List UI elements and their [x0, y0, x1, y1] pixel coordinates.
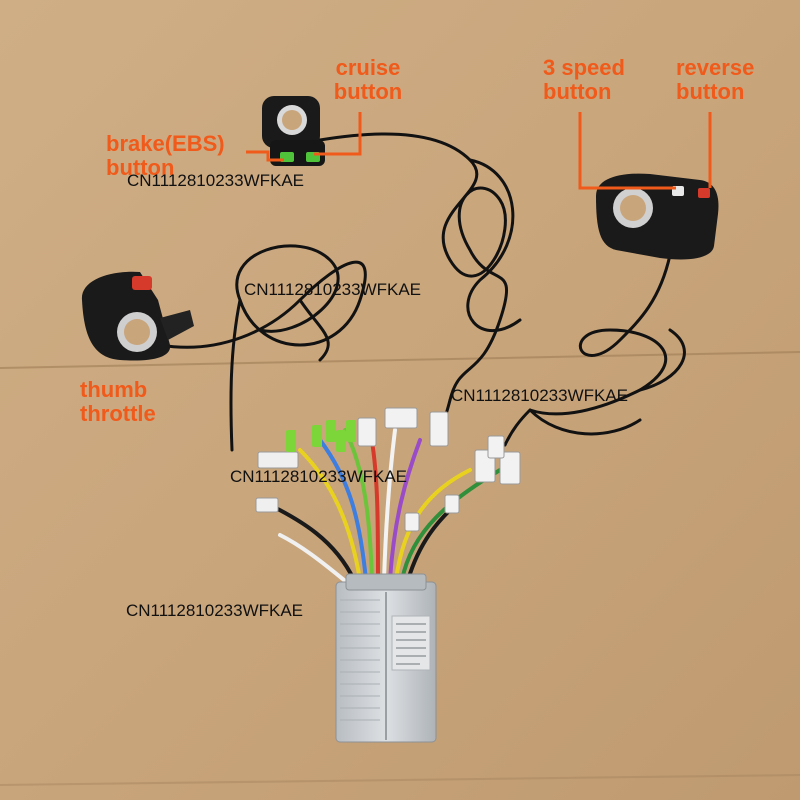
- watermark: CN1112810233WFKAE: [451, 386, 629, 405]
- speed-reverse-switch: [596, 173, 719, 260]
- watermark: CN1112810233WFKAE: [126, 601, 304, 620]
- brake-button-label: brake(EBS) button: [106, 132, 225, 180]
- thumb-throttle: [81, 271, 194, 361]
- watermark: CN1112810233WFKAE: [230, 467, 408, 486]
- controller-box: [335, 573, 437, 743]
- cruise-label-line2: button: [333, 79, 403, 104]
- cruise-label-line1: cruise: [335, 55, 401, 80]
- cardboard-crease: [0, 774, 800, 786]
- watermark: CN1112810233WFKAE: [127, 171, 305, 190]
- speed-label-line2: button: [543, 79, 612, 104]
- cable-bundle: [158, 132, 686, 452]
- reverse-label-line1: reverse: [676, 55, 755, 80]
- reverse-button-label: reverse button: [676, 56, 754, 104]
- speed-button-label: 3 speed button: [543, 56, 625, 104]
- leader-lines: [246, 112, 712, 190]
- throttle-label-line2: throttle: [80, 401, 156, 426]
- throttle-label: thumb throttle: [80, 378, 156, 426]
- brake-label-line1: brake(EBS): [106, 131, 225, 156]
- cruise-button-label: cruise button: [326, 56, 410, 104]
- watermark: CN1112810233WFKAE: [244, 280, 422, 299]
- throttle-label-line1: thumb: [80, 377, 148, 402]
- brake-label-line2: button: [106, 155, 175, 180]
- connectors: [255, 407, 521, 532]
- reverse-label-line2: button: [676, 79, 745, 104]
- speed-label-line1: 3 speed: [543, 55, 625, 80]
